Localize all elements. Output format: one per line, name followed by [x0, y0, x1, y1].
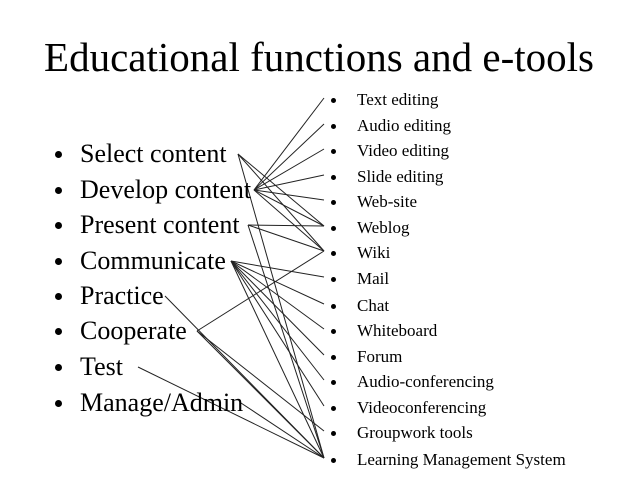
bullet-icon — [331, 380, 336, 385]
bullet-icon — [331, 406, 336, 411]
tool-item-text-editing: Text editing — [0, 88, 638, 112]
tool-item-audio-conferencing: Audio-conferencing — [0, 370, 638, 394]
tool-label: Slide editing — [357, 167, 444, 186]
tool-label: Audio-conferencing — [357, 372, 494, 391]
bullet-icon — [331, 124, 336, 129]
bullet-icon — [55, 293, 62, 300]
tool-label: Wiki — [357, 243, 391, 262]
bullet-icon — [331, 304, 336, 309]
bullet-icon — [55, 222, 62, 229]
function-item-present-content: Present content — [0, 208, 638, 242]
bullet-icon — [55, 328, 62, 335]
function-label: Communicate — [80, 246, 226, 275]
function-label: Present content — [80, 210, 240, 239]
tool-label: Forum — [357, 347, 403, 366]
tool-label: Video editing — [357, 141, 449, 160]
bullet-icon — [55, 400, 62, 407]
tool-item-slide-editing: Slide editing — [0, 165, 638, 189]
tool-label: Web-site — [357, 192, 417, 211]
tool-item-learning-management-system: Learning Management System — [0, 448, 638, 472]
tool-item-chat: Chat — [0, 294, 638, 318]
function-item-cooperate: Cooperate — [0, 314, 638, 348]
tool-item-mail: Mail — [0, 267, 638, 291]
bullet-icon — [331, 226, 336, 231]
bullet-icon — [331, 458, 336, 463]
tool-label: Text editing — [357, 90, 439, 109]
bullet-icon — [331, 175, 336, 180]
function-item-manage-admin: Manage/Admin — [0, 386, 638, 420]
tool-label: Groupwork tools — [357, 423, 473, 442]
tool-item-whiteboard: Whiteboard — [0, 319, 638, 343]
bullet-icon — [331, 329, 336, 334]
tool-item-video-editing: Video editing — [0, 139, 638, 163]
tool-item-audio-editing: Audio editing — [0, 114, 638, 138]
bullet-icon — [331, 251, 336, 256]
function-item-communicate: Communicate — [0, 244, 638, 278]
bullet-icon — [55, 187, 62, 194]
tool-label: Mail — [357, 269, 390, 288]
tool-item-forum: Forum — [0, 345, 638, 369]
tool-item-groupwork-tools: Groupwork tools — [0, 421, 638, 445]
function-label: Select content — [80, 139, 227, 168]
tool-label: Weblog — [357, 218, 410, 237]
bullet-icon — [331, 431, 336, 436]
function-item-select-content: Select content — [0, 137, 638, 171]
function-item-practice: Practice — [0, 279, 638, 313]
tool-label: Chat — [357, 296, 390, 315]
bullet-icon — [331, 277, 336, 282]
tool-item-wiki: Wiki — [0, 241, 638, 265]
function-item-develop-content: Develop content — [0, 173, 638, 207]
bullet-icon — [55, 151, 62, 158]
function-label: Develop content — [80, 175, 252, 204]
function-item-test: Test — [0, 350, 638, 384]
bullet-icon — [331, 200, 336, 205]
bullet-icon — [331, 355, 336, 360]
tool-label: Learning Management System — [357, 450, 566, 469]
function-label: Test — [80, 352, 123, 381]
bullet-icon — [331, 149, 336, 154]
function-label: Manage/Admin — [80, 388, 244, 417]
tool-item-videoconferencing: Videoconferencing — [0, 396, 638, 420]
function-label: Cooperate — [80, 316, 187, 345]
function-label: Practice — [80, 281, 164, 310]
tool-label: Audio editing — [357, 116, 451, 135]
tool-item-web-site: Web-site — [0, 190, 638, 214]
tool-label: Whiteboard — [357, 321, 438, 340]
tool-label: Videoconferencing — [357, 398, 487, 417]
slide-title: Educational functions and e-tools — [44, 34, 594, 80]
bullet-icon — [331, 98, 336, 103]
bullet-icon — [55, 258, 62, 265]
tool-item-weblog: Weblog — [0, 216, 638, 240]
bullet-icon — [55, 364, 62, 371]
